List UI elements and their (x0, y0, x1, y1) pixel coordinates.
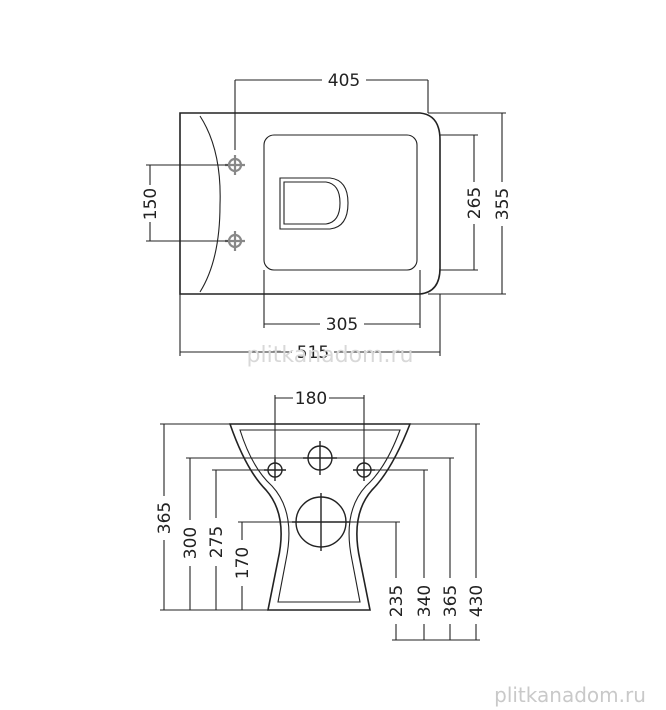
dim-label-515: 515 (297, 343, 329, 363)
top-view: 405 150 265 355 305 515 plitkanadom.ru (141, 71, 513, 368)
dim-label-170: 170 (233, 547, 253, 579)
top-view-body-outline (179, 112, 441, 295)
dim-label-365-left: 365 (155, 502, 175, 534)
dim-label-275: 275 (207, 526, 227, 558)
dim-label-430: 430 (467, 585, 487, 617)
watermark-bottom: plitkanadom.ru (494, 683, 646, 707)
fixing-bolt-icon (225, 231, 245, 251)
dim-label-405: 405 (328, 71, 360, 91)
top-view-outlet-inner (283, 181, 341, 225)
top-view-bowl (263, 134, 418, 271)
dim-label-235: 235 (387, 585, 407, 617)
dim-label-180: 180 (295, 389, 327, 409)
front-view: 180 365 300 275 170 235 340 (155, 389, 487, 641)
dim-label-300: 300 (181, 527, 201, 559)
watermark-top: plitkanadom.ru (247, 343, 414, 368)
front-view-inner-outline (239, 429, 401, 603)
dim-label-365-right: 365 (441, 585, 461, 617)
fixing-hole-icon (353, 459, 375, 481)
fixing-bolt-icon (225, 155, 245, 175)
dim-label-265: 265 (465, 187, 485, 219)
dim-label-305: 305 (326, 315, 358, 335)
top-view-rear-curve (199, 115, 221, 293)
dim-label-150: 150 (141, 188, 161, 220)
dim-label-340: 340 (415, 585, 435, 617)
top-view-outlet (279, 177, 349, 230)
dim-label-355: 355 (493, 188, 513, 220)
